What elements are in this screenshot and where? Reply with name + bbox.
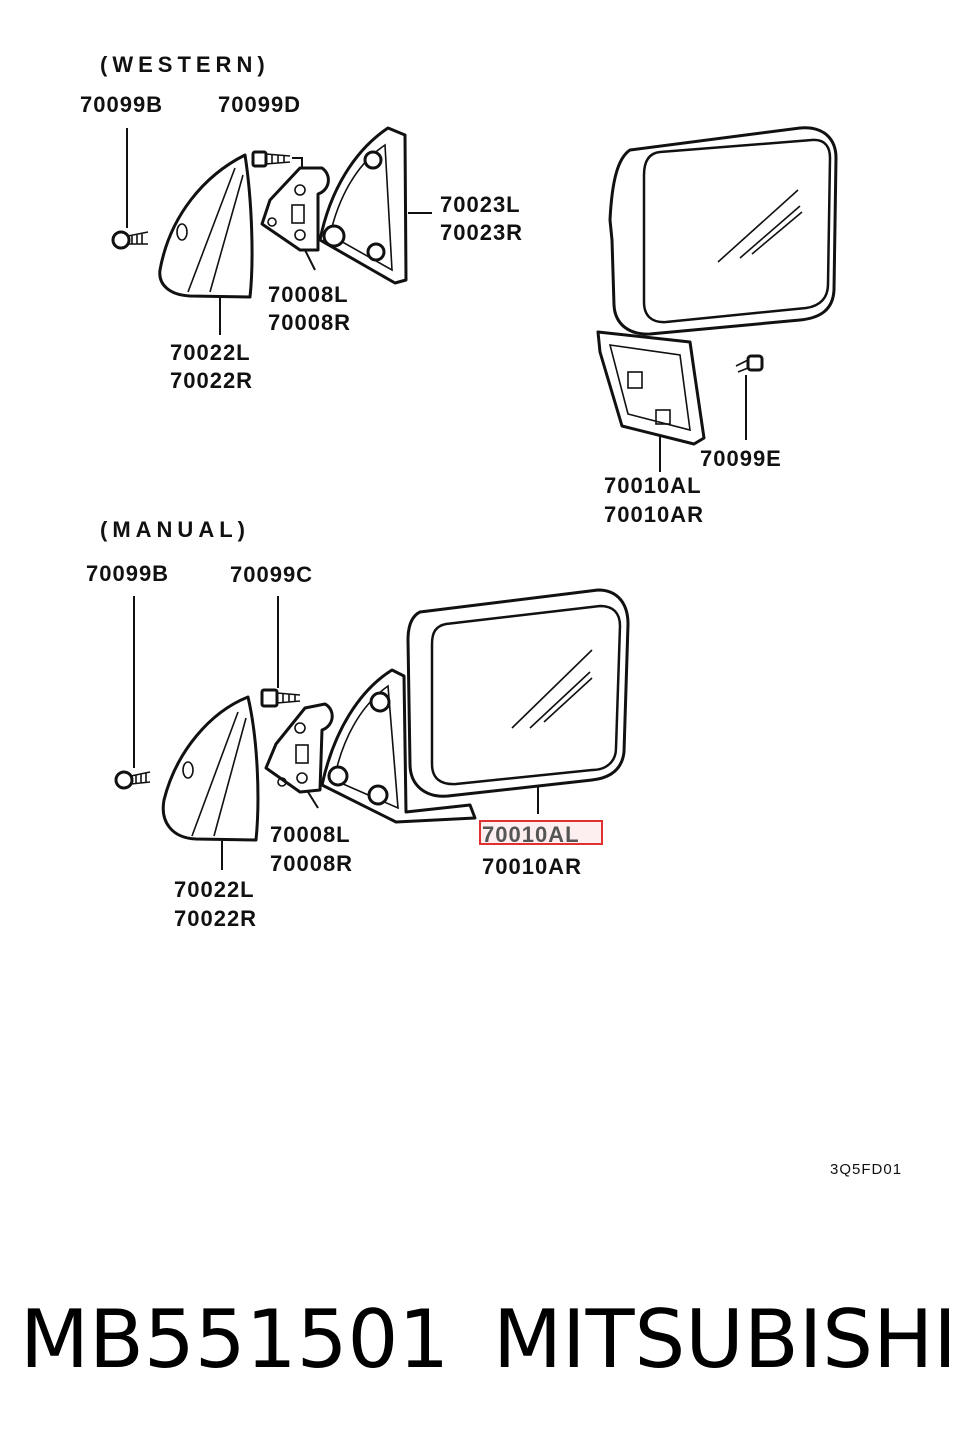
label-70008l-manual: 70008L — [270, 822, 351, 847]
screw-icon — [114, 770, 151, 790]
western-mirror-part — [596, 126, 838, 446]
brand-name: MITSUBISHI — [493, 1293, 957, 1386]
leader-line — [304, 249, 316, 271]
screw-icon — [251, 150, 291, 168]
screw-icon — [111, 230, 149, 250]
label-70022l-manual: 70022L — [174, 877, 255, 902]
western-section: (WESTERN) 70099B 70099D 70022L 70022R — [80, 52, 838, 527]
manual-mirror-part — [320, 588, 630, 824]
leader-line — [292, 157, 303, 168]
label-70010ar-western: 70010AR — [604, 502, 704, 527]
label-70022r-western: 70022R — [170, 368, 253, 393]
mirror-cover-part — [161, 695, 260, 842]
label-70099b-western: 70099B — [80, 92, 163, 117]
label-70010al-manual[interactable]: 70010AL — [482, 822, 580, 847]
footer: MB551501 MITSUBISHI — [0, 1290, 960, 1390]
label-70023r: 70023R — [440, 220, 523, 245]
label-70022r-manual: 70022R — [174, 906, 257, 931]
highlight-box[interactable] — [479, 820, 603, 845]
screw-icon — [260, 688, 301, 708]
mirror-base-part — [318, 126, 408, 285]
label-70023l: 70023L — [440, 192, 521, 217]
screw-icon — [735, 354, 764, 373]
label-70008r-manual: 70008R — [270, 851, 353, 876]
figure-code: 3Q5FD01 — [830, 1161, 902, 1178]
leader-line — [307, 791, 319, 809]
mirror-cover-part — [158, 153, 254, 299]
label-70099b-manual: 70099B — [86, 561, 169, 586]
part-number: MB551501 — [20, 1293, 450, 1386]
western-header: (WESTERN) — [100, 52, 270, 77]
label-70099d: 70099D — [218, 92, 301, 117]
bracket-part — [260, 166, 330, 252]
label-70008r-western: 70008R — [268, 310, 351, 335]
label-70099c: 70099C — [230, 562, 313, 587]
manual-section: (MANUAL) 70099B 70099C 70022L 70022R — [86, 517, 630, 931]
bracket-part — [264, 702, 334, 794]
label-70008l-western: 70008L — [268, 282, 349, 307]
label-70022l-western: 70022L — [170, 340, 251, 365]
label-70010ar-manual: 70010AR — [482, 854, 582, 879]
manual-header: (MANUAL) — [100, 517, 250, 542]
label-70010al-western: 70010AL — [604, 473, 702, 498]
label-70099e: 70099E — [700, 446, 782, 471]
